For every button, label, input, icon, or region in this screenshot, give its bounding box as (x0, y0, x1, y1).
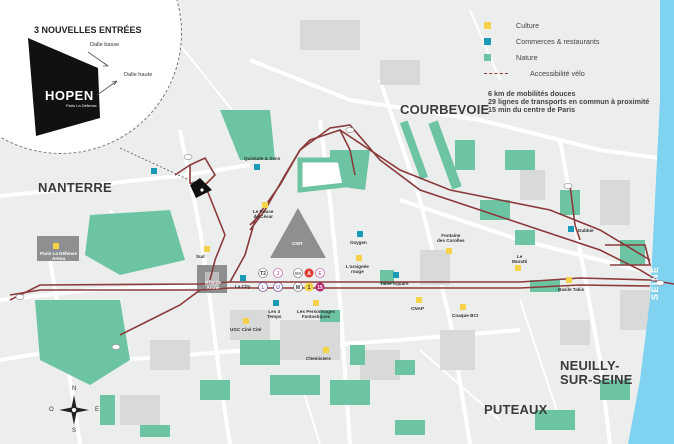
hopen-logo-text: HOPEN (45, 88, 94, 103)
compass-e: E (95, 407, 100, 413)
poi-label-basile: Basile Takis (558, 287, 585, 292)
buildings (120, 20, 650, 425)
poi-marker-blue[interactable] (151, 168, 157, 174)
poi-marker-table-square[interactable] (393, 272, 399, 278)
poi-label-dubbie: Dubbie (578, 228, 594, 233)
poi-label-fontaine: Fontaine des Corolles (437, 233, 465, 244)
poi-label-chemisiers: Chemisiers (306, 356, 331, 361)
district-neuilly-2: SUR-SEINE (560, 372, 633, 387)
dalle-haute-label: Dalle haute (124, 72, 153, 78)
dalle-basse-label: Dalle basse (90, 42, 120, 48)
badge-rer: RER (295, 272, 302, 276)
poi-label-ugc: UGC Ciné Cité (230, 327, 262, 332)
stat-mobilites: 6 km de mobilités douces (488, 89, 576, 98)
poi-label-pouce: Le Pouce de César (253, 209, 274, 220)
seine-river (628, 0, 674, 444)
poi-marker-arena[interactable] (53, 243, 59, 249)
seine-label: SEINE (650, 265, 660, 300)
poi-marker-fontaine[interactable] (446, 248, 452, 254)
poi-label-la-city: La City (235, 284, 251, 289)
poi-label-personnages: Les Personnages Fantastiques (297, 309, 336, 320)
poi-marker-cnap[interactable] (416, 297, 422, 303)
poi-marker-sud[interactable] (204, 246, 210, 252)
poi-marker-chemisiers[interactable] (323, 347, 329, 353)
compass-o: O (49, 407, 54, 413)
entrances-title: 3 NOUVELLES ENTRÉES (34, 25, 142, 35)
badge-15: 15 (317, 285, 323, 291)
badge-m1: 1 (308, 285, 311, 291)
poi-marker-personnages[interactable] (313, 300, 319, 306)
poi-label-araignee: L'araignée rouge (346, 264, 369, 275)
poi-marker-quiskate[interactable] (254, 164, 260, 170)
poi-marker-cnaq-bci[interactable] (460, 304, 466, 310)
poi-label-muratti: Le Muratti (512, 254, 528, 265)
poi-marker-oxygen[interactable] (357, 231, 363, 237)
transport-badges: T2 J RER A E L U M 1 15 (258, 268, 325, 292)
compass: N O E S (49, 386, 99, 434)
poi-marker-araignee[interactable] (356, 255, 362, 261)
poi-label-table-square: Table Square (380, 281, 409, 286)
badge-l: L (261, 285, 264, 291)
poi-marker-la-city[interactable] (240, 275, 246, 281)
district-nanterre: NANTERRE (38, 180, 112, 195)
hopen-logo-shape (28, 38, 118, 136)
district-courbevoie: COURBEVOIE (400, 102, 490, 117)
svg-text:J: J (277, 271, 280, 277)
poi-marker-quatre-temps[interactable] (273, 300, 279, 306)
badge-rer-e: E (318, 271, 322, 277)
poi-marker-ugc[interactable] (243, 318, 249, 324)
poi-label-cnap: CNAP (411, 306, 425, 311)
badge-m: M (296, 285, 300, 291)
badge-rer-a: A (307, 271, 311, 277)
hopen-logo-sub: Paris La Défense (66, 103, 97, 108)
entrance-marker (190, 178, 212, 198)
district-puteaux: PUTEAUX (484, 402, 548, 417)
poi-label-arena: Paris La Défense Arena (40, 251, 78, 262)
badge-u: U (276, 285, 280, 291)
road-shields (15, 127, 665, 350)
poi-marker-dubbie[interactable] (568, 226, 574, 232)
poi-label-oxygen: Oxygen (350, 240, 367, 245)
poi-label-quatre-temps: Les 4 Temps (267, 309, 282, 320)
stat-transports: 29 lignes de transports en commun à prox… (488, 97, 650, 107)
green-areas (35, 110, 645, 437)
poi-label-grande-arche: Grande Arche (205, 280, 222, 291)
poi-marker-pouce[interactable] (262, 202, 268, 208)
compass-s: S (72, 428, 77, 434)
district-neuilly-1: NEUILLY- (560, 358, 620, 373)
stat-paris: 15 min du centre de Paris (488, 105, 576, 115)
poi-marker-basile[interactable] (566, 277, 572, 283)
poi-label-cnit: CNIT (292, 241, 303, 246)
poi-label-quiskate: Quiskate & Sens (244, 156, 281, 161)
poi-label-sud: Sud (196, 254, 205, 259)
poi-marker-muratti[interactable] (515, 265, 521, 271)
compass-n: N (72, 386, 77, 392)
stats: 6 km de mobilités douces 29 lignes de tr… (488, 89, 650, 115)
poi-label-cnaq-bci: Cnaque BCI (452, 313, 479, 318)
badge-t2: T2 (260, 271, 266, 277)
cnit-building (270, 208, 326, 258)
